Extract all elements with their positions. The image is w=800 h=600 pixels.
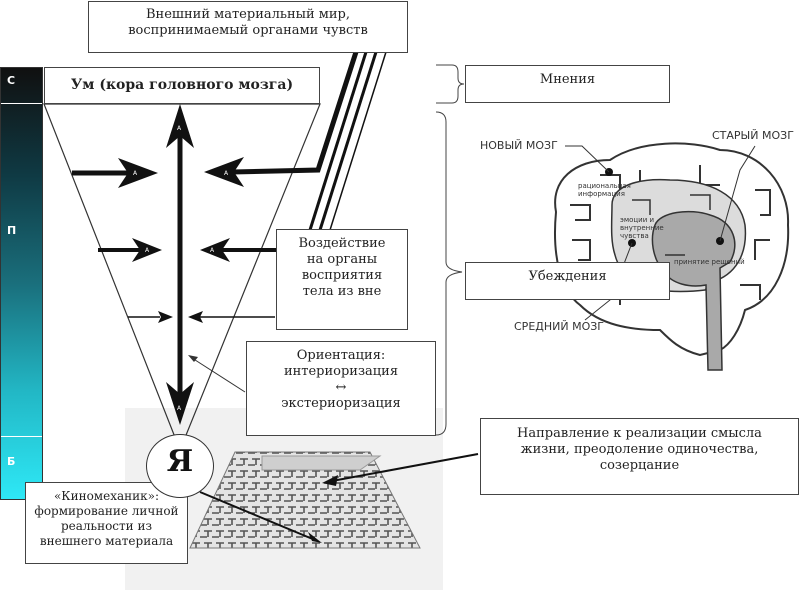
new-brain-label: НОВЫЙ МОЗГ xyxy=(480,139,558,152)
beliefs-box: Убеждения xyxy=(465,262,670,300)
sidebar-label-middle: П xyxy=(7,224,17,237)
beliefs-brace xyxy=(435,111,463,436)
direction-arrow xyxy=(331,453,479,482)
orientation-box: Ориентация: интериоризация ↔ экстериориз… xyxy=(246,341,436,436)
orientation-line1: интериоризация xyxy=(283,364,399,379)
arrow-mark-right-top: A xyxy=(224,170,229,177)
arrow-left-low-head xyxy=(158,311,173,323)
self-label: Я xyxy=(166,444,194,479)
sidebar-label-bottom: Б xyxy=(7,455,16,468)
direction-arrow-head xyxy=(322,475,338,486)
arrow-left-mid-head xyxy=(132,238,162,262)
direction-box: Направление к реализации смысла жизни, п… xyxy=(480,418,799,495)
external-world-box: Внешний материальный мир, воспринимаемый… xyxy=(88,1,408,53)
arrow-left-top-head xyxy=(118,158,158,188)
old-brain-label: СТАРЫЙ МОЗГ xyxy=(712,129,794,142)
external-line-3 xyxy=(329,51,387,231)
sidebar-divider-bottom xyxy=(1,436,42,437)
sidebar-label-top: С xyxy=(7,74,16,87)
decisions-label: принятие решений xyxy=(674,258,745,266)
level-sidebar: С П Б xyxy=(0,67,43,500)
orientation-pointer-head xyxy=(188,355,198,362)
arrow-mark-right-mid: A xyxy=(210,247,215,254)
kinomechanic-pointer xyxy=(199,491,316,541)
up-arrowhead xyxy=(166,104,194,148)
middle-brain-label: СРЕДНИЙ МОЗГ xyxy=(514,320,604,333)
brain-diagram xyxy=(554,142,790,371)
self-circle xyxy=(146,434,214,498)
arrow-right-top-head xyxy=(204,157,244,187)
maze-path-arrow xyxy=(261,455,382,471)
arrow-right-low-head xyxy=(188,311,203,323)
rational-label: рациональная информация xyxy=(578,182,631,198)
kinomechanic-box: «Киномеханик»: формирование личной реаль… xyxy=(25,482,188,564)
arrow-right-mid-head xyxy=(200,238,230,262)
emotions-label: эмоции и внутренние чувства xyxy=(620,216,664,240)
arrow-mark-left-mid: A xyxy=(145,247,150,254)
kinomechanic-pointer-head xyxy=(308,532,322,543)
sidebar-divider-top xyxy=(1,103,42,104)
mind-triangle xyxy=(43,103,321,452)
arrow-mark-down: A xyxy=(177,405,182,412)
orientation-arrow: ↔ xyxy=(335,380,347,395)
mind-box: Ум (кора головного мозга) xyxy=(44,67,320,104)
opinions-box: Мнения xyxy=(465,65,670,103)
orientation-line2: экстериоризация xyxy=(281,396,401,411)
arrow-mark-up: A xyxy=(177,125,182,132)
orientation-title: Ориентация: xyxy=(296,348,386,363)
opinions-brace xyxy=(436,64,465,104)
impact-box: Воздействие на органы восприятия тела из… xyxy=(276,229,408,330)
external-line-1 xyxy=(308,51,368,231)
external-line-2 xyxy=(318,51,378,231)
arrow-mark-left-top: A xyxy=(133,170,138,177)
arrow-right-top xyxy=(231,51,359,175)
down-arrowhead xyxy=(166,382,194,425)
orientation-pointer xyxy=(191,357,246,393)
